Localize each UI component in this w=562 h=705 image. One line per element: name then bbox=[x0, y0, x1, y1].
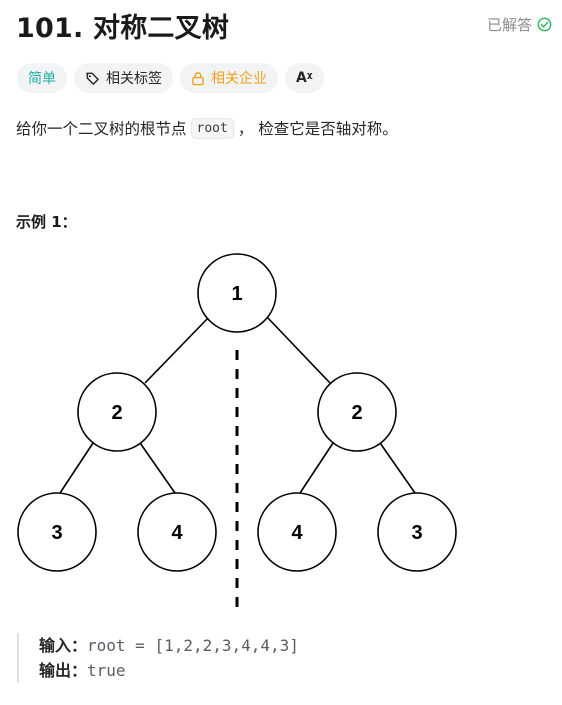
tree-node-circle bbox=[137, 492, 217, 572]
description-prefix: 给你一个二叉树的根节点 bbox=[16, 120, 187, 138]
tree-node-circle bbox=[257, 492, 337, 572]
example-title: 示例 1： bbox=[16, 213, 77, 231]
example-input-line: 输入：root = [1,2,2,3,4,4,3] bbox=[39, 633, 299, 658]
related-topics-button[interactable]: 相关标签 bbox=[74, 63, 173, 93]
solved-status: 已解答 bbox=[487, 14, 552, 35]
tree-edge bbox=[59, 439, 96, 494]
tree-node-label: 2 bbox=[351, 402, 362, 424]
tree-edge bbox=[144, 316, 210, 384]
tree-edge bbox=[266, 316, 331, 384]
tree-node-circle bbox=[197, 253, 277, 333]
inline-code-root: root bbox=[190, 117, 234, 139]
input-value: root = [1,2,2,3,4,4,3] bbox=[87, 636, 299, 655]
tree-edge bbox=[377, 439, 416, 494]
tree-node-circle bbox=[317, 372, 397, 452]
input-label: 输入： bbox=[39, 636, 88, 655]
tag-icon bbox=[85, 71, 100, 86]
tree-node-label: 2 bbox=[111, 402, 122, 424]
example-output-line: 输出：true bbox=[39, 658, 299, 683]
tree-node-circle bbox=[17, 492, 97, 572]
translate-icon: Aᵡ bbox=[296, 70, 313, 86]
example-tree-image: 1 2 2 3 4 4 3 bbox=[0, 245, 480, 624]
translate-button[interactable]: Aᵡ bbox=[285, 63, 324, 93]
description-suffix: ， 检查它是否轴对称。 bbox=[237, 120, 398, 138]
lock-icon bbox=[191, 71, 205, 86]
tree-node-circle bbox=[77, 372, 157, 452]
tree-node-label: 3 bbox=[51, 522, 62, 544]
problem-title: 101. 对称二叉树 bbox=[16, 13, 230, 44]
tree-node-label: 1 bbox=[231, 283, 242, 305]
difficulty-tag[interactable]: 简单 bbox=[17, 63, 67, 93]
tree-node-circle bbox=[377, 492, 457, 572]
related-companies-label: 相关企业 bbox=[211, 71, 267, 87]
tree-node-label: 3 bbox=[411, 522, 422, 544]
related-topics-label: 相关标签 bbox=[106, 71, 162, 87]
tree-node-label: 4 bbox=[291, 522, 303, 544]
difficulty-label: 简单 bbox=[28, 71, 56, 87]
related-companies-button[interactable]: 相关企业 bbox=[180, 63, 278, 93]
solved-label: 已解答 bbox=[486, 16, 532, 34]
tag-bar: 简单 相关标签 相关企业 Aᵡ bbox=[17, 63, 324, 93]
example-io-block: 输入：root = [1,2,2,3,4,4,3] 输出：true bbox=[17, 633, 299, 683]
check-circle-icon bbox=[537, 17, 552, 32]
output-label: 输出： bbox=[39, 661, 88, 680]
tree-edge bbox=[299, 439, 336, 494]
output-value: true bbox=[87, 661, 126, 680]
problem-description: 给你一个二叉树的根节点 root ， 检查它是否轴对称。 bbox=[16, 117, 398, 139]
tree-edge bbox=[137, 439, 176, 494]
tree-node-label: 4 bbox=[171, 522, 183, 544]
